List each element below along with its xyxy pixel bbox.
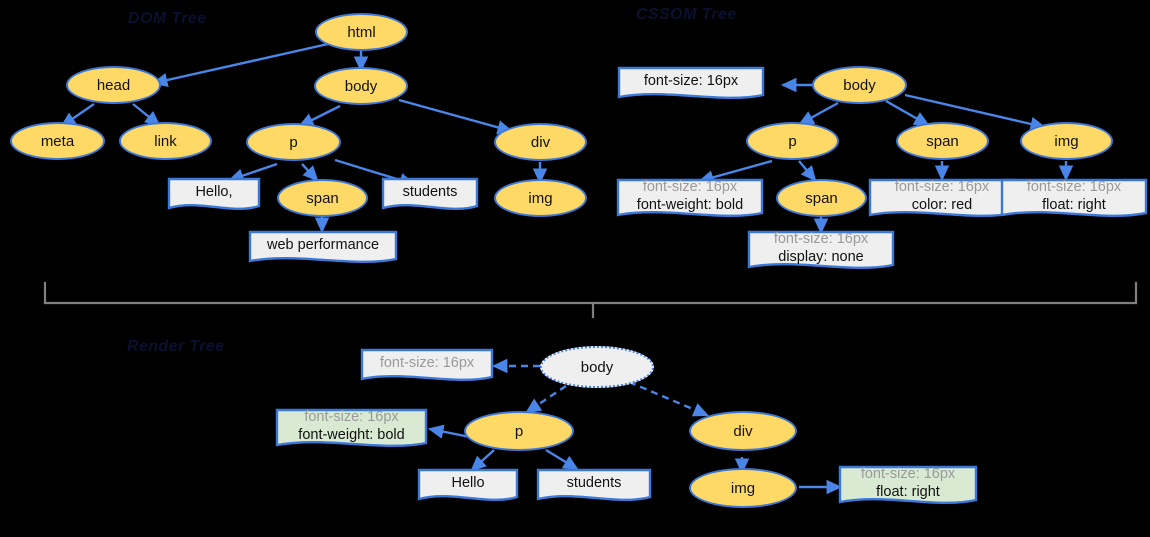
edge-html-head [151, 42, 329, 88]
style-own: color: red [911, 196, 973, 213]
node-label: body [843, 76, 876, 94]
node-label: html [347, 23, 376, 41]
render-style-img[interactable]: font-size: 16px float: right [838, 465, 978, 509]
node-label: img [730, 479, 756, 497]
render-style-p[interactable]: font-size: 16px font-weight: bold [275, 408, 428, 452]
section-title-dom: DOM Tree [128, 10, 207, 27]
render-text-hello[interactable]: Hello [417, 468, 519, 506]
node-label: students [402, 183, 458, 200]
node-label: span [306, 189, 339, 207]
edge-cssom-p-span2 [798, 160, 817, 182]
cssom-style-span-1[interactable]: font-size: 16px color: red [868, 178, 1016, 222]
dom-node-body[interactable]: body [314, 67, 408, 105]
edge-p-hello [227, 162, 278, 183]
node-label: img [1054, 132, 1079, 150]
node-label: Hello [451, 474, 485, 491]
dom-node-span[interactable]: span [277, 179, 368, 217]
dom-node-p[interactable]: p [246, 123, 341, 161]
edge-render-p-style [427, 424, 471, 439]
render-node-body[interactable]: body [540, 346, 654, 388]
style-inherited: font-size: 16px [304, 409, 399, 426]
node-label: div [530, 133, 551, 151]
node-label: img [528, 189, 553, 207]
edge-p-span [301, 163, 319, 182]
dom-node-link[interactable]: link [119, 122, 212, 160]
style-own: font-weight: bold [636, 196, 744, 213]
render-node-div[interactable]: div [689, 411, 797, 451]
node-label: p [514, 422, 524, 440]
dom-node-img[interactable]: img [494, 179, 587, 217]
section-brace [43, 281, 1138, 319]
render-node-img[interactable]: img [689, 468, 797, 508]
node-label: link [154, 132, 177, 150]
edge-cssom-body-img [904, 93, 1047, 132]
node-label: p [289, 133, 298, 151]
edge-cssom-body-p [798, 101, 839, 126]
style-inherited: font-size: 16px [860, 466, 956, 483]
edge-cssom-body-span [885, 99, 930, 127]
node-label: body [344, 77, 378, 95]
dom-node-html[interactable]: html [315, 13, 408, 51]
cssom-node-p[interactable]: p [746, 122, 839, 160]
cssom-node-img[interactable]: img [1020, 122, 1113, 160]
node-label: Hello, [195, 183, 233, 200]
node-label: span [926, 132, 959, 150]
dom-node-div[interactable]: div [494, 123, 587, 161]
cssom-style-p[interactable]: font-size: 16px font-weight: bold [616, 178, 764, 222]
style-inherited: font-size: 16px [1026, 179, 1122, 196]
node-label: span [805, 189, 838, 207]
dom-node-head[interactable]: head [66, 66, 161, 104]
section-title-cssom: CSSOM Tree [636, 6, 737, 23]
section-title-render: Render Tree [127, 338, 225, 355]
style-inherited: font-size: 16px [379, 354, 475, 371]
node-label: p [788, 132, 797, 150]
cssom-node-body[interactable]: body [812, 66, 907, 104]
node-label: div [733, 422, 753, 440]
cssom-node-span-2[interactable]: span [776, 179, 867, 217]
style-own: display: none [778, 248, 864, 265]
edge-body-div [398, 98, 514, 135]
edge-render-body-div [628, 380, 709, 417]
style-own: float: right [1042, 196, 1106, 213]
edge-body-p [298, 104, 341, 128]
style-inherited: font-size: 16px [773, 231, 869, 248]
edge-render-body-p [525, 385, 567, 414]
node-label: meta [40, 132, 75, 150]
node-label: body [580, 358, 614, 376]
cssom-style-img[interactable]: font-size: 16px float: right [1000, 178, 1148, 222]
style-inherited: font-size: 16px [894, 179, 990, 196]
style-own: font-weight: bold [298, 426, 405, 443]
node-label: students [566, 474, 622, 491]
node-label: web performance [266, 236, 380, 253]
cssom-style-body[interactable]: font-size: 16px [617, 66, 765, 104]
style-own: float: right [876, 483, 940, 500]
dom-text-web-performance[interactable]: web performance [248, 230, 398, 268]
style-inherited: font-size: 16px [642, 179, 738, 196]
dom-node-meta[interactable]: meta [10, 122, 105, 160]
style-inherited: font-size: 16px [643, 72, 739, 89]
edge-render-p-students [545, 448, 579, 471]
edge-cssom-p-style [697, 159, 773, 185]
render-text-students[interactable]: students [536, 468, 652, 506]
render-node-p[interactable]: p [464, 411, 574, 451]
node-label: head [96, 76, 131, 94]
dom-text-students[interactable]: students [381, 177, 479, 215]
cssom-node-span-1[interactable]: span [896, 122, 989, 160]
dom-text-hello[interactable]: Hello, [167, 177, 261, 215]
edge-render-p-hello [470, 449, 495, 472]
cssom-style-span-2[interactable]: font-size: 16px display: none [747, 230, 895, 274]
render-style-body[interactable]: font-size: 16px [360, 348, 494, 386]
